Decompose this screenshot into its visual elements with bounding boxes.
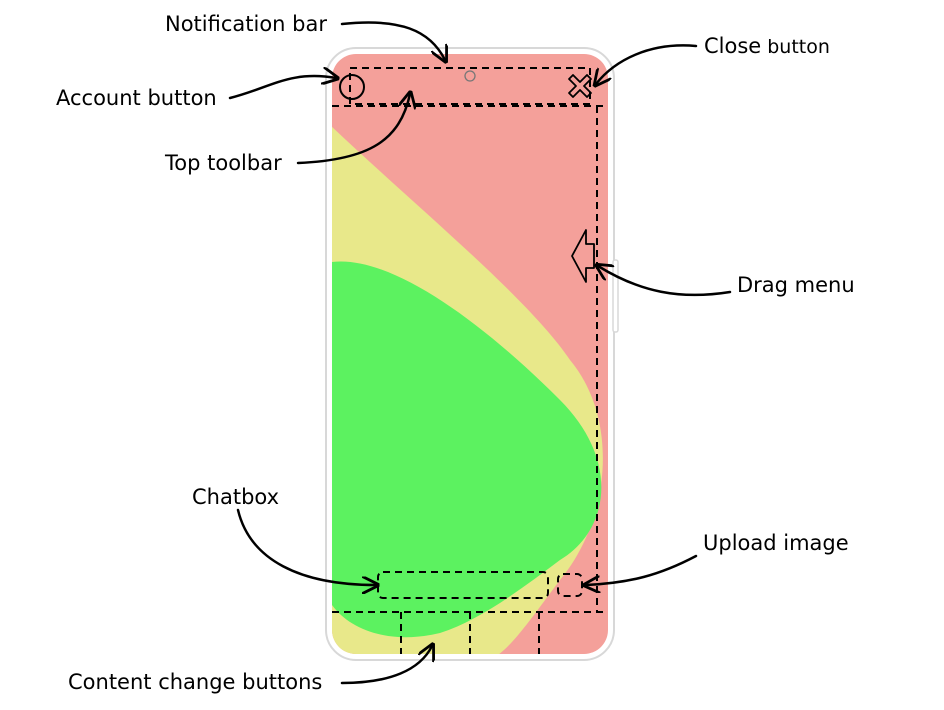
notification-bar-region xyxy=(349,67,591,105)
arrow-chatbox xyxy=(236,508,376,585)
arrow-account-button xyxy=(228,76,336,100)
screen xyxy=(332,54,608,654)
upload-image-region xyxy=(557,573,583,597)
label-notification-bar: Notification bar xyxy=(165,12,327,36)
label-drag-menu: Drag menu xyxy=(737,273,855,297)
left-arrow-icon[interactable] xyxy=(571,229,595,283)
side-button xyxy=(612,259,619,333)
camera-dot-icon xyxy=(464,70,476,82)
circle-icon[interactable] xyxy=(339,74,365,100)
arrow-drag-menu xyxy=(598,266,732,297)
arrow-content-change-buttons xyxy=(340,646,432,685)
x-icon[interactable] xyxy=(568,74,592,98)
arrow-top-toolbar xyxy=(296,94,410,165)
arrow-close-button xyxy=(596,44,698,84)
label-content-change-buttons: Content change buttons xyxy=(68,670,322,694)
label-chatbox: Chatbox xyxy=(192,485,279,509)
label-account-button: Account button xyxy=(56,86,217,110)
green-blob xyxy=(332,261,602,638)
phone xyxy=(325,47,619,661)
label-top-toolbar: Top toolbar xyxy=(164,151,282,175)
arrow-notification-bar xyxy=(340,21,445,61)
arrow-upload-image xyxy=(586,554,698,585)
label-upload-image: Upload image xyxy=(703,531,849,555)
